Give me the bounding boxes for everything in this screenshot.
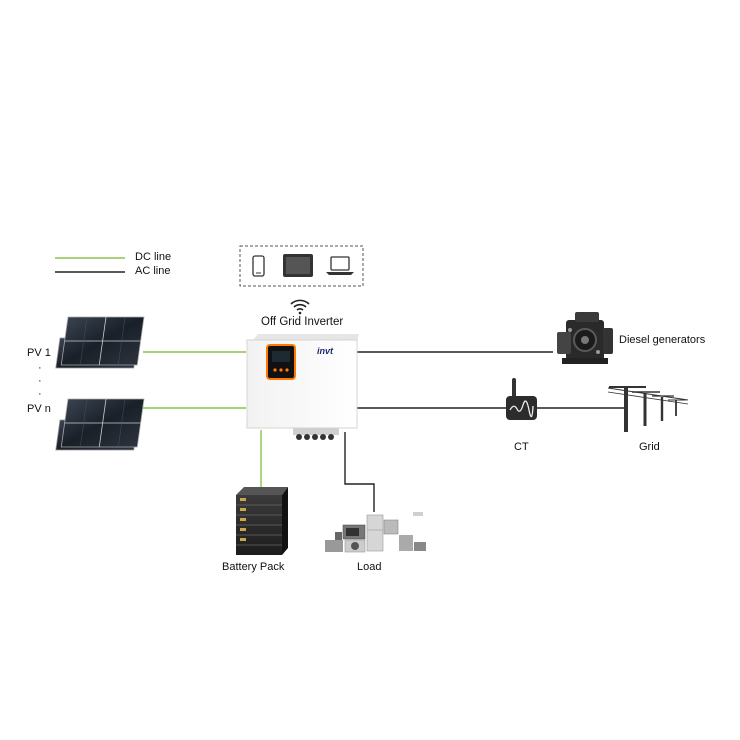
ct-label: CT — [514, 441, 529, 453]
ct-device — [506, 378, 537, 420]
grid-pylons — [607, 386, 689, 432]
pv-panel-n — [55, 398, 145, 451]
pv-last-label: PV n — [27, 403, 51, 415]
grid-label: Grid — [639, 441, 660, 453]
ac-line-load — [344, 432, 375, 512]
inverter-connectors — [293, 428, 339, 440]
battery-pack-image — [236, 487, 288, 555]
battery-label: Battery Pack — [222, 561, 285, 573]
devices-box — [239, 245, 364, 287]
inverter-brand-logo: invt — [317, 346, 334, 356]
inverter-title: Off Grid Inverter — [261, 316, 344, 328]
legend-dc-label: DC line — [135, 251, 172, 263]
pv-dot-3: · — [38, 388, 42, 400]
legend-ac-label: AC line — [135, 265, 171, 277]
load-label: Load — [357, 561, 382, 573]
diesel-generator-image — [557, 312, 613, 364]
pv-panel-1 — [55, 316, 145, 369]
pv-dot-2: · — [38, 375, 42, 387]
pv-first-label: PV 1 — [27, 347, 51, 359]
load-appliances-image — [325, 512, 426, 553]
wifi-icon — [290, 299, 310, 315]
tablet-icon — [283, 254, 313, 277]
laptop-icon — [326, 256, 354, 275]
inverter-unit — [246, 334, 359, 440]
pv-dot-1: · — [38, 362, 42, 374]
diesel-label: Diesel generators — [619, 334, 706, 346]
smartphone-icon — [252, 255, 265, 277]
